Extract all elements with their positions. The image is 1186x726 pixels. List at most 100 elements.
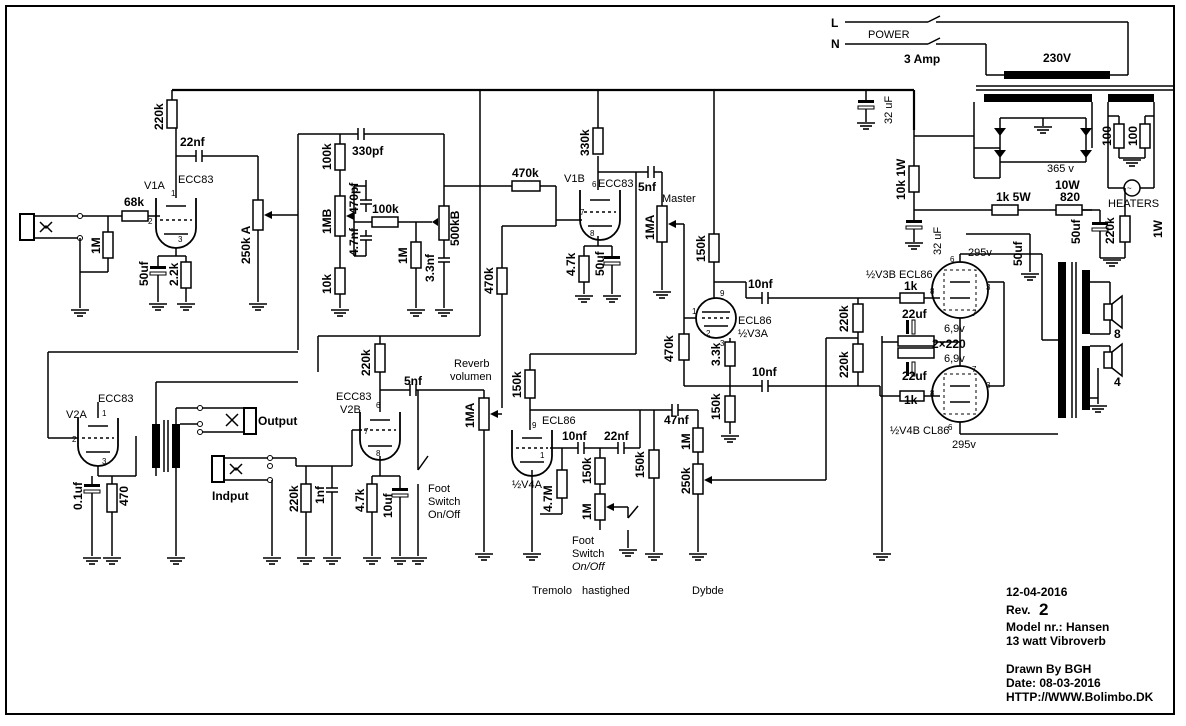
output-v3b-resistor-1k-label: 1k — [904, 279, 918, 293]
output-transformer-secondary-1 — [1082, 270, 1090, 334]
master-pot-label: 1MA — [643, 214, 657, 240]
v4a-depth-pot-label: 250k — [679, 467, 693, 494]
v4a-name: ½V4A — [512, 479, 543, 491]
fuse-label: 3 Amp — [904, 52, 940, 66]
output-cap-22-label: 22uf — [902, 307, 928, 321]
svg-text:~: ~ — [1127, 184, 1132, 193]
svg-text:7: 7 — [580, 208, 585, 217]
psu-filter-section: 32 uF 10k 1W 32 uF 1k 5W 10W 820 50uf 22… — [172, 88, 1165, 267]
rectifier-voltage-label: 365 v — [1047, 163, 1074, 175]
heater-section: 100 100 ~ HEATERS — [1100, 102, 1159, 210]
v4a-tube-icon — [511, 430, 553, 477]
hastighed-label: hastighed — [582, 585, 630, 597]
input-return-label: Indput — [212, 489, 249, 503]
rectifier-section: 365 v — [973, 102, 1093, 179]
output-transformer-secondary-2 — [1082, 346, 1090, 410]
v2a-cathode-resistor-label: 470 — [117, 486, 131, 506]
v3a-resistor-220k-label: 220k — [837, 305, 851, 332]
v2b-tube-type: ECC83 — [336, 391, 371, 403]
v2a-cap-01-label: 0.1uf — [71, 481, 85, 510]
svg-text:3: 3 — [178, 235, 183, 244]
v1a-cathode-cap-label: 50uf — [137, 260, 151, 286]
output-cathode-resistor-label: 2×220 — [932, 337, 966, 351]
speaker-8-label: 8 — [1114, 327, 1121, 341]
svg-text:9: 9 — [720, 289, 725, 298]
v3a-cap-10n-label: 10nf — [748, 277, 774, 291]
v3a-resistor-150k-2-label: 150k — [709, 393, 723, 420]
v2b-cathode-resistor-label: 4.7k — [353, 488, 367, 512]
power-switch-label: POWER — [868, 29, 910, 41]
main-filter-cap-label: 32 uF — [883, 96, 895, 124]
v3a-phase-inverter: 150k 10nf ECL86 ½V3A 9 1 2 3 470k 10nf 3… — [662, 90, 880, 480]
info-model: Model nr.: Hansen — [1006, 620, 1109, 634]
v2b-foot-switch-label-2: Switch — [428, 496, 460, 508]
info-drawn-by: Drawn By BGH — [1006, 662, 1091, 676]
svg-text:1: 1 — [102, 409, 107, 418]
svg-text:2: 2 — [148, 217, 153, 226]
heater-lamp-icon — [1123, 179, 1141, 197]
speaker-4-label: 4 — [1114, 375, 1121, 389]
mains-section: L N POWER 3 Amp 230V — [831, 15, 1174, 102]
v4a-tremolo: 150k ECL86 ½V4A 9 1 10nf 22nf 47nf 4.7M — [510, 353, 826, 597]
v2a-stage: ECC83 V2A 1 2 3 0.1uf 470 — [47, 351, 298, 565]
input-jack — [19, 213, 90, 317]
v3a-cap-10n-2-label: 10nf — [752, 365, 778, 379]
v1a-tube-type: ECC83 — [178, 174, 213, 186]
svg-text:1: 1 — [540, 451, 545, 460]
tone-cap-47n-label: 4.7nf — [347, 227, 361, 256]
svg-text:1: 1 — [692, 307, 697, 316]
svg-text:3: 3 — [102, 457, 107, 466]
v1b-resistor-470k-2-label: 470k — [482, 267, 496, 294]
psu-1w-label: 1W — [1151, 219, 1165, 238]
v3a-resistor-220k-2-label: 220k — [837, 351, 851, 378]
tone-resistor-100k-label: 100k — [320, 143, 334, 170]
svg-text:8: 8 — [930, 389, 935, 398]
svg-text:6: 6 — [376, 401, 381, 410]
reverb-label-1: Reverb — [454, 358, 489, 370]
psu-resistor-1k-label: 1k 5W — [996, 190, 1031, 204]
output-v295b-label: 295v — [952, 439, 976, 451]
v1b-cap-50-label: 50uf — [593, 250, 607, 276]
psu-10w-label: 10W — [1055, 178, 1080, 192]
v2b-plate-resistor-label: 220k — [359, 349, 373, 376]
output-jack-label: Output — [258, 414, 297, 428]
dybde-label: Dybde — [692, 585, 724, 597]
tone-pot-500k-label: 500kB — [448, 210, 462, 246]
v2b-cap-1n-label: 1nf — [313, 485, 327, 504]
tone-stack: 330pf 100k 1MB 10k 470pf 4.7nf 100k 1M — [297, 128, 512, 350]
svg-text:3: 3 — [986, 283, 991, 292]
svg-text:6: 6 — [948, 423, 953, 432]
master-label: Master — [662, 193, 696, 205]
transformer-primary — [1004, 71, 1110, 79]
psu-resistor-820-label: 820 — [1060, 190, 1080, 204]
svg-text:6: 6 — [950, 255, 955, 264]
v1a-volume-pot-label: 250k A — [239, 225, 253, 264]
svg-text:1: 1 — [171, 189, 176, 198]
v4a-foot-switch-label-1: Foot — [572, 535, 594, 547]
v4a-resistor-150k-3-label: 150k — [633, 451, 647, 478]
v1b-tube-icon — [579, 190, 621, 241]
tone-resistor-1m-label: 1M — [396, 247, 410, 264]
v2b-name: V2B — [340, 404, 361, 416]
v1a-tube-icon — [155, 198, 197, 249]
mains-line-label: L — [831, 16, 838, 30]
v2b-foot-switch-label-1: Foot — [428, 483, 450, 495]
v4a-foot-switch-label-3: On/Off — [572, 561, 605, 573]
transformer-secondary-heater — [1108, 94, 1154, 102]
output-cap-22b-label: 22uf — [902, 369, 928, 383]
v4a-resistor-150k-label: 150k — [510, 371, 524, 398]
v1b-name: V1B — [564, 173, 585, 185]
v3a-resistor-470k-label: 470k — [662, 335, 676, 362]
output-stage: 1k ½V3B ECL86 6 7 8 3 295v 7 8 3 6 ½V4B … — [854, 233, 1123, 561]
psu-resistor-220k-label: 220k — [1103, 217, 1117, 244]
svg-text:2: 2 — [706, 329, 711, 338]
tone-cap-330-label: 330pf — [352, 144, 384, 158]
v4a-cap-10n-label: 10nf — [562, 429, 588, 443]
svg-text:8: 8 — [376, 449, 381, 458]
reverb-transformer-primary — [152, 424, 160, 468]
svg-text:7: 7 — [972, 365, 977, 374]
v1b-cap-5n-label: 5nf — [638, 180, 657, 194]
info-date: 12-04-2016 — [1006, 585, 1068, 599]
v4a-resistor-1m-label: 1M — [679, 433, 693, 450]
v3a-name: ½V3A — [738, 328, 769, 340]
